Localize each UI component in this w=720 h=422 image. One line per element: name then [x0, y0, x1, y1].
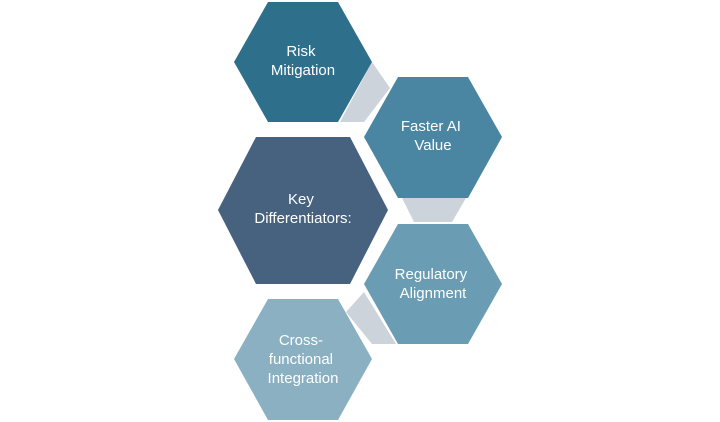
hex-shape — [234, 2, 372, 122]
connector-regulatory-cross — [346, 292, 396, 344]
hex-label-line: Differentiators: — [254, 210, 351, 227]
hex-label-line: Mitigation — [271, 62, 335, 79]
hex-shape — [364, 77, 502, 198]
hex-label-line: Regulatory — [395, 266, 468, 283]
hex-label: Regulatory Alignment — [395, 266, 472, 302]
hex-label-line: Alignment — [400, 285, 468, 302]
hex-label-line: Integration — [268, 370, 339, 387]
connector-risk-faster — [340, 62, 390, 122]
hex-risk-mitigation: Risk Mitigation — [234, 2, 372, 122]
hex-shape — [218, 137, 388, 284]
hex-shape — [234, 299, 372, 420]
hex-label-line: Cross- — [279, 332, 323, 349]
hex-label: Cross- functional Integration — [268, 332, 339, 387]
hex-label: Key Differentiators: — [254, 191, 351, 227]
hex-regulatory-alignment: Regulatory Alignment — [364, 224, 502, 344]
hex-label: Faster AI Value — [401, 118, 465, 154]
hex-cross-functional-integration: Cross- functional Integration — [234, 299, 372, 420]
hex-label-line: Value — [414, 137, 451, 154]
hex-shape — [364, 224, 502, 344]
hex-faster-ai-value: Faster AI Value — [364, 77, 502, 198]
hex-label-line: Risk — [286, 43, 316, 60]
hex-label-line: functional — [269, 351, 333, 368]
connectors — [340, 62, 466, 344]
hex-key-differentiators: Key Differentiators: — [218, 137, 388, 284]
hex-label: Risk Mitigation — [271, 43, 335, 79]
hex-label-line: Key — [288, 191, 314, 208]
connector-faster-regulatory — [402, 198, 466, 222]
hex-label-line: Faster AI — [401, 118, 461, 135]
